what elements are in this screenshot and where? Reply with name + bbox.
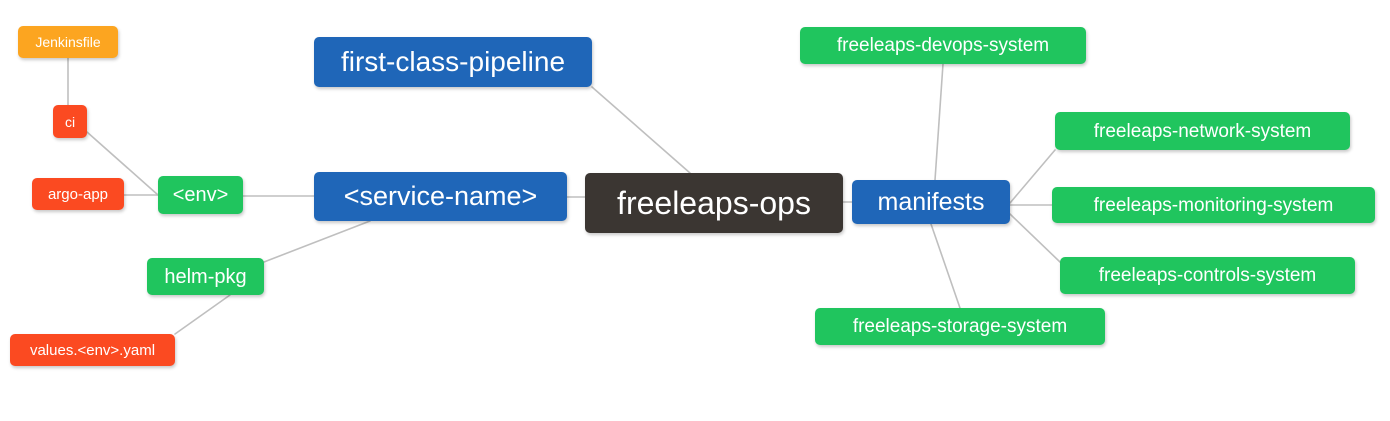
node-argo-app[interactable]: argo-app [32,178,124,210]
node-label-argo-app: argo-app [47,185,109,203]
edge-e-values-helm [174,294,231,335]
node-service-name[interactable]: <service-name> [314,172,567,221]
node-freeleaps-ops[interactable]: freeleaps-ops [585,173,843,233]
node-label-freeleaps-ops: freeleaps-ops [617,185,811,221]
node-manifests[interactable]: manifests [852,180,1010,224]
node-label-manifests: manifests [877,187,985,216]
edge-e-manifests-devops [934,63,944,181]
node-freeleaps-storage-system[interactable]: freeleaps-storage-system [815,308,1105,345]
node-freeleaps-monitoring-system[interactable]: freeleaps-monitoring-system [1052,187,1375,223]
node-label-helm-pkg: helm-pkg [164,265,247,288]
node-first-class-pipeline[interactable]: first-class-pipeline [314,37,592,87]
node-label-ci: ci [64,113,76,130]
node-label-env: <env> [172,184,229,206]
node-helm-pkg[interactable]: helm-pkg [147,258,264,295]
node-label-jenkinsfile: Jenkinsfile [35,34,101,50]
node-env[interactable]: <env> [158,176,243,214]
node-label-freeleaps-controls-system: freeleaps-controls-system [1098,265,1317,286]
node-jenkinsfile[interactable]: Jenkinsfile [18,26,118,58]
edge-e-manifests-storage [930,223,961,309]
node-ci[interactable]: ci [53,105,87,138]
edge-e-manifests-network [1009,149,1056,204]
node-freeleaps-network-system[interactable]: freeleaps-network-system [1055,112,1350,150]
node-values-yaml[interactable]: values.<env>.yaml [10,334,175,366]
node-label-service-name: <service-name> [343,181,538,211]
node-freeleaps-controls-system[interactable]: freeleaps-controls-system [1060,257,1355,294]
node-freeleaps-devops-system[interactable]: freeleaps-devops-system [800,27,1086,64]
node-label-first-class-pipeline: first-class-pipeline [340,46,566,77]
node-label-values-yaml: values.<env>.yaml [29,341,156,359]
node-label-freeleaps-monitoring-system: freeleaps-monitoring-system [1093,194,1334,216]
edge-e-pipeline-ops [591,86,691,174]
node-label-freeleaps-network-system: freeleaps-network-system [1093,120,1312,142]
node-label-freeleaps-devops-system: freeleaps-devops-system [836,35,1050,56]
edge-e-helm-service [263,220,371,263]
node-label-freeleaps-storage-system: freeleaps-storage-system [852,316,1068,337]
